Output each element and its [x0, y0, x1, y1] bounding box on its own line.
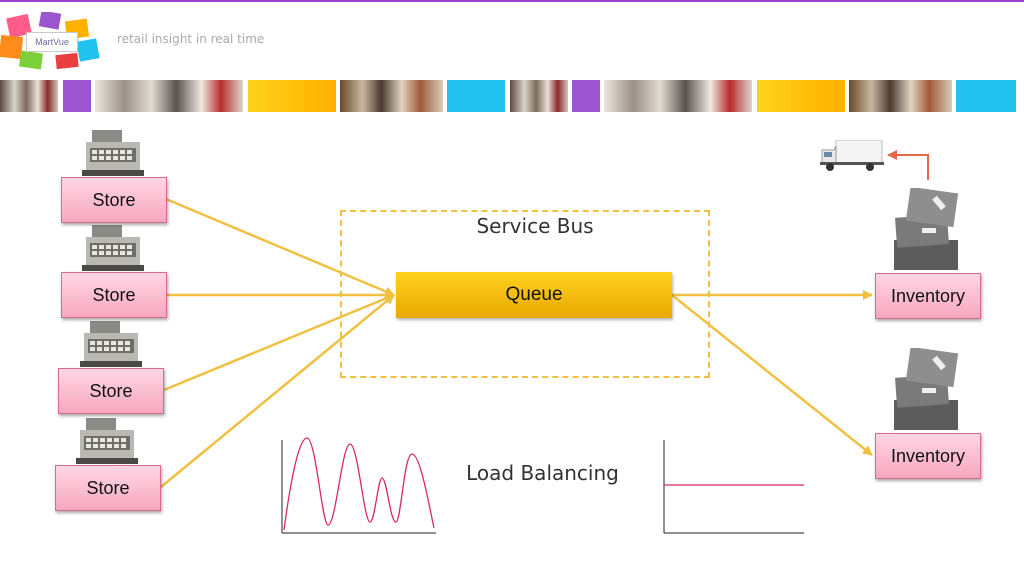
arrow-queue-to-inventory-2 — [671, 294, 873, 456]
store-node: Store — [61, 272, 167, 318]
banner-photo — [0, 80, 58, 112]
banner-strip — [0, 80, 1024, 112]
inventory-node: Inventory — [875, 273, 981, 319]
return-arrow-icon — [887, 150, 929, 180]
banner-cyan-tile — [447, 80, 505, 112]
logo-text: MartVue — [26, 32, 78, 52]
box-pile-icon — [892, 346, 964, 430]
box-pile-icon — [892, 186, 964, 270]
service-bus-label: Service Bus — [476, 214, 594, 238]
cash-register-icon — [80, 321, 142, 367]
banner-purple-tile — [63, 80, 91, 112]
banner-photo — [95, 80, 243, 112]
banner-yellow-tile — [248, 80, 336, 112]
top-accent-line — [0, 0, 1024, 2]
cash-register-icon — [82, 225, 144, 271]
logo: MartVue — [0, 10, 100, 70]
arrow-store-3-to-queue — [163, 293, 395, 392]
uneven-load-graph — [281, 437, 436, 534]
queue-node: Queue — [396, 272, 672, 318]
banner-purple-tile — [572, 80, 600, 112]
inventory-node: Inventory — [875, 433, 981, 479]
store-node: Store — [58, 368, 164, 414]
service-bus-container — [340, 210, 710, 378]
logo-mosaic-icon — [0, 10, 100, 70]
arrow-store-4-to-queue — [160, 294, 395, 488]
banner-photo — [849, 80, 952, 112]
banner-photo — [340, 80, 443, 112]
banner-cyan-tile — [956, 80, 1016, 112]
store-node: Store — [55, 465, 161, 511]
delivery-truck-icon — [820, 139, 884, 172]
cash-register-icon — [76, 418, 138, 464]
banner-photo — [604, 80, 752, 112]
load-balancing-label: Load Balancing — [466, 461, 619, 485]
balanced-load-graph — [663, 440, 804, 534]
banner-photo — [510, 80, 568, 112]
banner-yellow-tile — [757, 80, 845, 112]
cash-register-icon — [82, 130, 144, 176]
store-node: Store — [61, 177, 167, 223]
arrow-store-1-to-queue — [165, 197, 395, 297]
tagline: retail insight in real time — [117, 32, 265, 46]
